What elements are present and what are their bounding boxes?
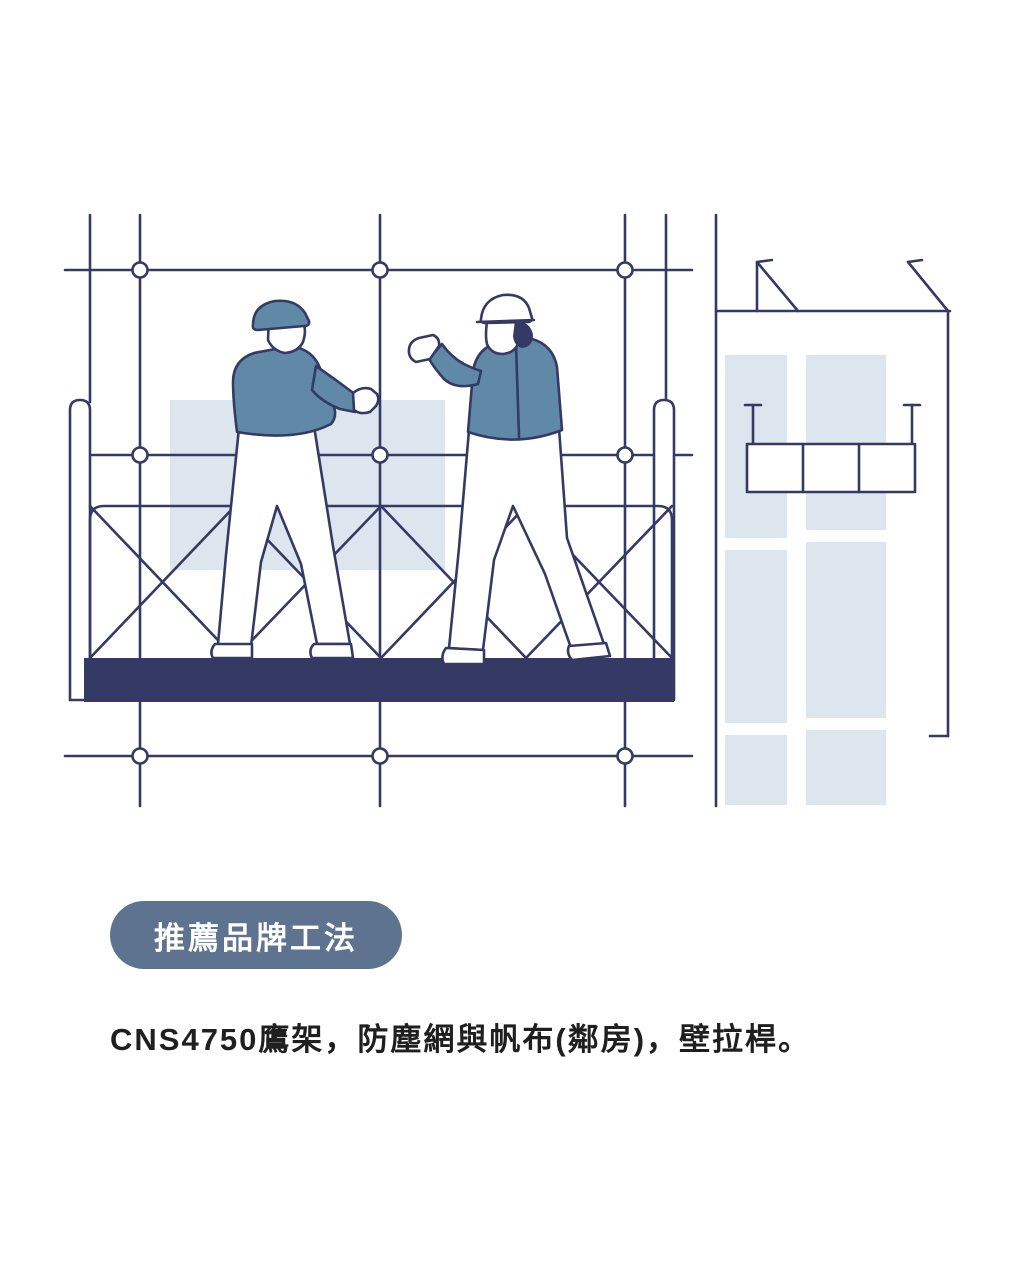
platform-posts (68, 398, 676, 702)
platform-deck (84, 658, 674, 702)
scaffold-joints (131, 261, 634, 765)
method-badge-label: 推薦品牌工法 (154, 920, 358, 956)
method-caption: CNS4750鷹架，防塵網與帆布(鄰房)，壁拉桿。 (110, 1022, 812, 1057)
worker-right (407, 293, 612, 666)
right-structure (714, 213, 952, 808)
worker-left (210, 299, 380, 660)
scaffolding-illustration-svg (63, 213, 952, 808)
method-badge: 推薦品牌工法 (110, 901, 402, 969)
scaffolding-illustration (63, 213, 952, 808)
hanging-platform (745, 442, 917, 494)
